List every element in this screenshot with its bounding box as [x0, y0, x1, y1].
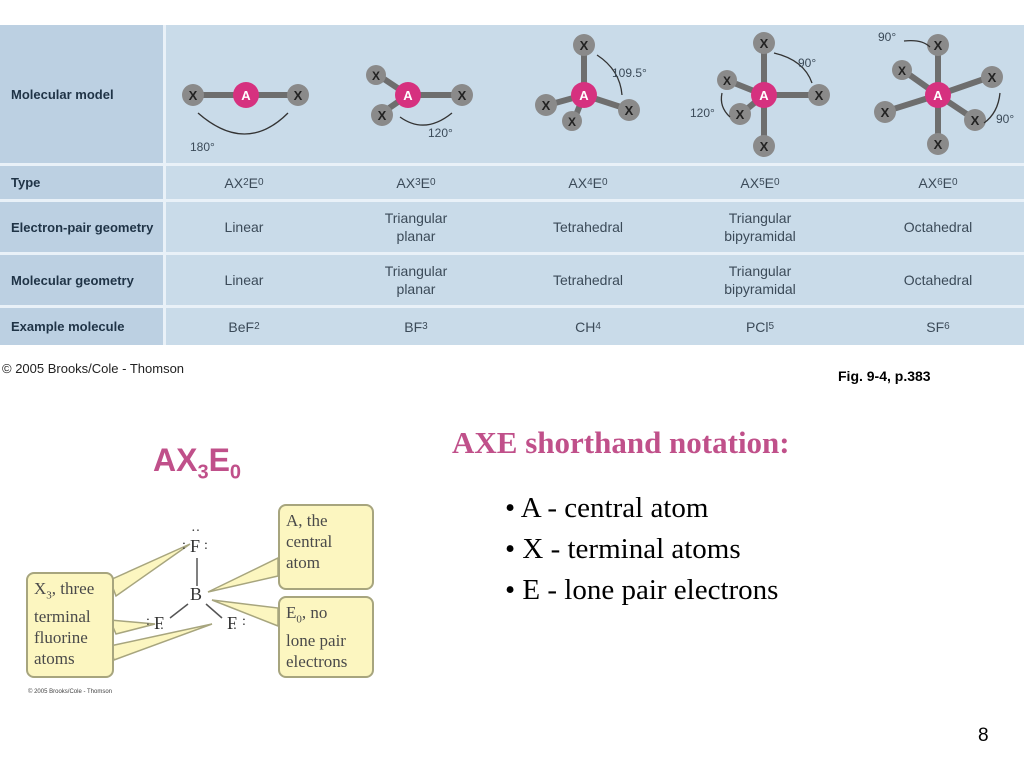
fluorine-atom-left: F [154, 613, 165, 633]
central-atom-a: A [579, 88, 589, 103]
electron-geometry-cell: Linear [224, 219, 264, 235]
terminal-atom-x: X [760, 36, 769, 51]
axe-notation-list: • A - central atom • X - terminal atoms … [505, 488, 778, 611]
lone-pair-dots: : [146, 614, 150, 629]
fluorine-atom-right: F [227, 613, 238, 633]
lone-pair-dots: ·· [155, 622, 165, 637]
molecular-geometry-cell: Linear [224, 272, 264, 288]
molecular-geometry-cell: Octahedral [903, 272, 973, 288]
terminal-atom-x: X [625, 103, 634, 118]
terminal-atom-x: X [988, 70, 997, 85]
angle-label: 90° [798, 56, 816, 70]
terminal-atom-x: X [815, 88, 824, 103]
model-ax6e0: X X X X X X A 90° 90° [852, 25, 1024, 163]
terminal-atom-x: X [189, 88, 198, 103]
terminal-atom-x: X [760, 139, 769, 154]
angle-label: 90° [878, 30, 896, 44]
divider [0, 199, 1024, 202]
row-label-molecular-geometry: Molecular geometry [0, 255, 163, 305]
terminal-atom-x: X [736, 107, 745, 122]
boron-atom: B [190, 584, 203, 604]
fluorine-atom-top: F [190, 536, 201, 556]
lone-pair-dots: : [182, 538, 186, 553]
page-number: 8 [978, 725, 989, 746]
list-item: • A - central atom [505, 492, 709, 524]
electron-geometry-cell: Octahedral [903, 219, 973, 235]
angle-label: 120° [428, 126, 453, 140]
angle-label: 109.5° [612, 66, 647, 80]
divider [0, 305, 1024, 308]
molecular-geometry-cell: Tetrahedral [552, 272, 624, 288]
terminal-atom-x: X [934, 137, 943, 152]
lone-pair-dots: : [204, 538, 208, 553]
angle-label-2: 90° [996, 112, 1014, 126]
terminal-atom-x: X [568, 115, 576, 129]
central-atom-a: A [241, 88, 251, 103]
list-item: • E - lone pair electrons [505, 574, 779, 606]
model-ax3e0: X X X A 120° [330, 25, 502, 163]
terminal-atom-x: X [542, 98, 551, 113]
angle-label-2: 120° [690, 106, 715, 120]
terminal-atom-x: X [971, 113, 980, 128]
model-ax5e0: X X X X X A 90° 120° [674, 25, 846, 163]
terminal-atom-x: X [580, 38, 589, 53]
terminal-atom-x: X [458, 88, 467, 103]
terminal-atom-x: X [881, 105, 890, 120]
row-label-example-molecule: Example molecule [0, 308, 163, 345]
model-ax2e0: X X A 180° [158, 25, 330, 163]
copyright-notice-small: © 2005 Brooks/Cole - Thomson [28, 689, 113, 695]
central-atom-a: A [759, 88, 769, 103]
figure-reference: Fig. 9-4, p.383 [838, 368, 931, 384]
electron-geometry-cell: Tetrahedral [552, 219, 624, 235]
terminal-atom-x: X [723, 74, 731, 88]
lone-pair-dots: : [242, 614, 246, 629]
row-label-molecular-model: Molecular model [0, 25, 163, 163]
list-item: • X - terminal atoms [505, 533, 741, 565]
ax3e0-title: AX3E0 [153, 442, 242, 484]
lone-pair-dots: ·· [191, 524, 201, 539]
divider [163, 25, 166, 345]
lone-pair-dots: ·· [228, 622, 238, 637]
terminal-atom-x: X [372, 69, 380, 83]
terminal-atom-x: X [898, 64, 906, 78]
terminal-atom-x: X [378, 108, 387, 123]
axe-heading: AXE shorthand notation: [452, 425, 790, 460]
row-label-electron-pair-geometry: Electron-pair geometry [0, 202, 163, 252]
central-atom-a: A [403, 88, 413, 103]
model-ax4e0: X X X X A 109.5° [502, 25, 674, 163]
molecular-geometry-table: Molecular model Type Electron-pair geome… [0, 25, 1024, 345]
angle-label: 180° [190, 140, 215, 154]
terminal-atom-x: X [934, 38, 943, 53]
row-label-type: Type [0, 166, 163, 199]
copyright-notice: © 2005 Brooks/Cole - Thomson [2, 361, 185, 376]
divider [0, 252, 1024, 255]
terminal-atom-x: X [294, 88, 303, 103]
callout-pointers [108, 543, 279, 661]
divider [0, 163, 1024, 166]
central-atom-a: A [933, 88, 943, 103]
